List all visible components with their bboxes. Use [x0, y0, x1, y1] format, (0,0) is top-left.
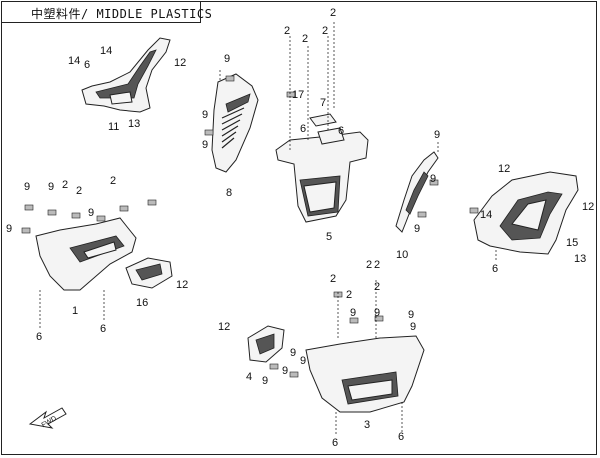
callout-9: 9: [374, 307, 380, 319]
part-5-console: [275, 113, 369, 223]
callout-13: 13: [574, 253, 586, 265]
callout-2: 2: [374, 281, 380, 293]
callout-6: 6: [100, 323, 106, 335]
callout-2: 2: [366, 259, 372, 271]
callout-6: 6: [398, 431, 404, 443]
callout-9: 9: [350, 307, 356, 319]
callout-14: 14: [68, 55, 80, 67]
callout-5: 5: [326, 231, 332, 243]
callout-12: 12: [218, 321, 230, 333]
callout-9: 9: [434, 129, 440, 141]
callout-2: 2: [330, 273, 336, 285]
callout-1: 1: [72, 305, 78, 317]
callout-9: 9: [410, 321, 416, 333]
part-10-bracket: [395, 151, 439, 233]
callout-8: 8: [226, 187, 232, 199]
callout-2: 2: [322, 25, 328, 37]
callout-11: 11: [108, 121, 119, 133]
callout-6: 6: [84, 59, 90, 71]
callout-9: 9: [202, 139, 208, 151]
callout-9: 9: [48, 181, 54, 193]
callout-9: 9: [24, 181, 30, 193]
callout-14: 14: [100, 45, 112, 57]
part-11-bracket: [81, 37, 171, 113]
callout-9: 9: [202, 109, 208, 121]
callout-9: 9: [6, 223, 12, 235]
callout-9: 9: [430, 173, 436, 185]
part-4-trim: [247, 325, 285, 363]
callout-17: 17: [292, 89, 304, 101]
fwd-arrow: FWD: [28, 407, 67, 429]
callout-9: 9: [414, 223, 420, 235]
callout-10: 10: [396, 249, 408, 261]
callout-2: 2: [302, 33, 308, 45]
callout-9: 9: [408, 309, 414, 321]
callout-12: 12: [582, 201, 594, 213]
callout-2: 2: [76, 185, 82, 197]
callout-9: 9: [290, 347, 296, 359]
callout-9: 9: [300, 355, 306, 367]
callout-2: 2: [284, 25, 290, 37]
callout-6: 6: [300, 123, 306, 135]
callout-14: 14: [480, 209, 492, 221]
callout-2: 2: [374, 259, 380, 271]
part-15-side-panel: [473, 171, 579, 255]
callout-15: 15: [566, 237, 578, 249]
callout-3: 3: [364, 419, 370, 431]
callout-12: 12: [176, 279, 188, 291]
callout-13: 13: [128, 118, 140, 130]
title-box: 中塑料件/ MIDDLE PLASTICS: [1, 1, 212, 23]
callout-9: 9: [224, 53, 230, 65]
part-8-side-panel: [211, 73, 259, 173]
callout-12: 12: [498, 163, 510, 175]
callout-2: 2: [330, 7, 336, 19]
callout-6: 6: [36, 331, 42, 343]
callout-9: 9: [282, 365, 288, 377]
callout-2: 2: [62, 179, 68, 191]
diagram-title: 中塑料件/ MIDDLE PLASTICS: [31, 7, 213, 21]
part-16-trim: [125, 257, 173, 289]
fasteners: [21, 75, 479, 378]
callout-16: 16: [136, 297, 148, 309]
part-3-footwell: [305, 335, 425, 413]
callout-7: 7: [320, 97, 326, 109]
callout-4: 4: [246, 371, 252, 383]
part-1-footwell: [35, 217, 137, 291]
leader-lines: [39, 22, 497, 434]
callout-12: 12: [174, 57, 186, 69]
callout-2: 2: [110, 175, 116, 187]
callout-labels: 14 6 14 12 11 13 9 9 9 8 2 2 2 2 17 7 6 …: [6, 7, 594, 449]
callout-9: 9: [88, 207, 94, 219]
callout-6: 6: [492, 263, 498, 275]
callout-9: 9: [262, 375, 268, 387]
callout-2: 2: [346, 289, 352, 301]
callout-6: 6: [338, 125, 344, 137]
callout-6: 6: [332, 437, 338, 449]
